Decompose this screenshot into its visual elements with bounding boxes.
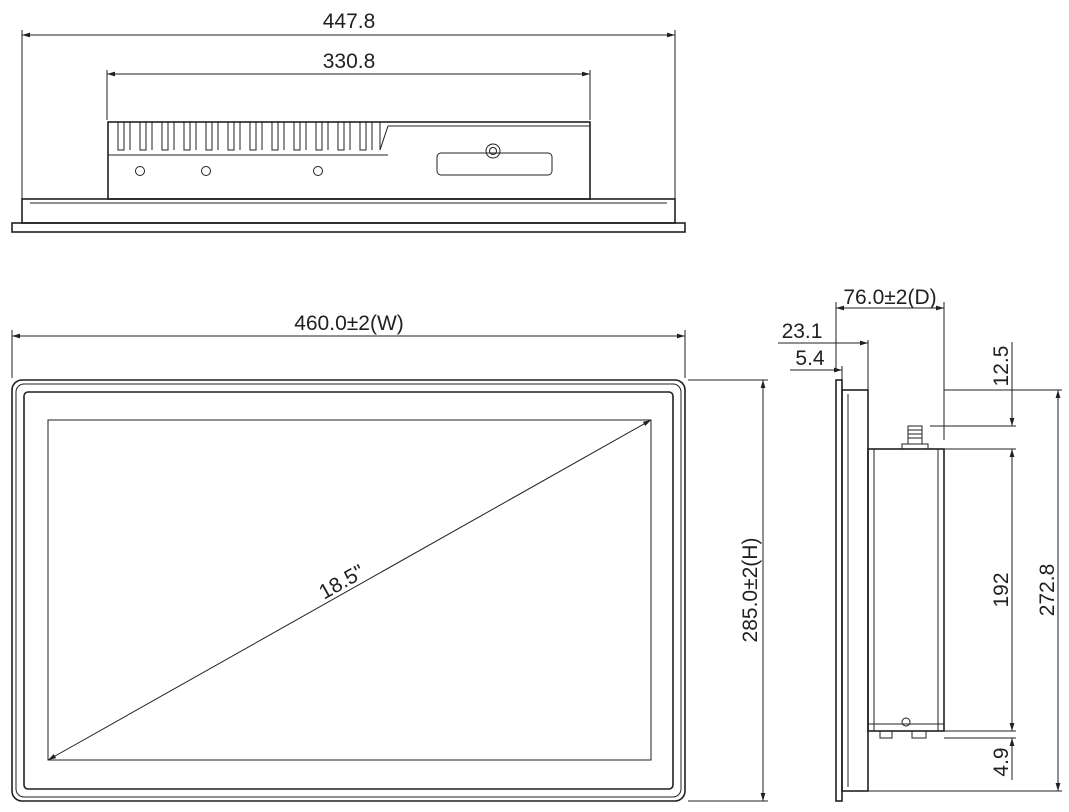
top-view: 447.8 330.8	[11, 10, 686, 233]
frame-depth-label: 5.4	[795, 347, 825, 370]
chassis-height-label: 192	[990, 572, 1013, 607]
screw-hole-3	[313, 166, 323, 176]
depth-label: 76.0±2(D)	[843, 286, 936, 309]
side-view: 76.0±2(D) 23.1 5.4	[778, 286, 1062, 802]
screw-hole-1	[135, 166, 145, 176]
top-offset-label: 12.5	[990, 346, 1013, 387]
top-overall-width-label: 447.8	[323, 10, 376, 33]
screw-hole-2	[201, 166, 211, 176]
antenna-connector-icon	[485, 143, 501, 159]
front-view: 460.0±2(W) 285.0±2(H) 18.5"	[11, 312, 768, 802]
front-height-label: 285.0±2(H)	[739, 538, 762, 643]
ground-screw-icon	[901, 717, 911, 727]
side-chassis	[867, 448, 945, 732]
front-width-label: 460.0±2(W)	[294, 312, 404, 335]
top-chassis-width-label: 330.8	[323, 50, 376, 73]
front-bezel-inner	[23, 391, 674, 790]
io-bracket	[436, 152, 553, 176]
top-chassis	[107, 121, 591, 200]
bottom-port-2	[911, 730, 927, 739]
diagonal-size-label: 18.5"	[315, 560, 368, 604]
diagonal-line	[47, 419, 652, 761]
side-profile	[835, 379, 945, 802]
front-bezel-outer	[11, 379, 686, 802]
overall-height-label: 272.8	[1036, 564, 1059, 617]
bottom-offset-label: 4.9	[990, 747, 1013, 776]
bezel-depth-label: 23.1	[782, 320, 823, 343]
top-bezel	[11, 198, 686, 233]
antenna-connector-side-icon	[907, 425, 923, 445]
bottom-port-1	[879, 730, 893, 739]
